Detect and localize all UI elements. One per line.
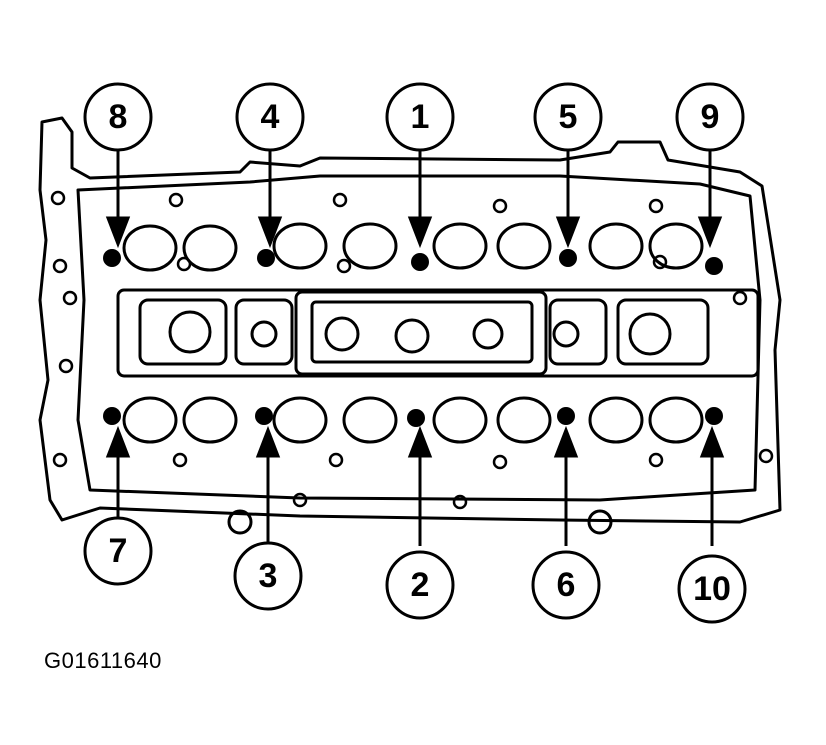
perimeter-holes — [50, 190, 774, 510]
head-outline — [38, 116, 782, 524]
callout-label-8: 8 — [109, 98, 128, 136]
center-rail — [116, 288, 760, 378]
callout-label-3: 3 — [259, 557, 278, 595]
stud — [227, 509, 253, 535]
rail-boss — [552, 320, 580, 348]
rail-boss — [250, 320, 278, 348]
head-bolts — [103, 249, 723, 427]
rail-pocket — [234, 298, 294, 366]
callout-label-1: 1 — [411, 98, 430, 136]
upper-cam-journals — [122, 222, 704, 272]
callout-label-2: 2 — [411, 566, 430, 604]
rail-boss — [394, 318, 430, 354]
stud — [587, 509, 613, 535]
head-inner-outline — [76, 174, 762, 502]
rail-pocket — [138, 298, 228, 366]
lower-cam-journals — [122, 396, 704, 444]
callout-circles — [83, 82, 747, 624]
callout-label-5: 5 — [559, 98, 578, 136]
callout-arrows — [105, 148, 725, 546]
rail-pocket — [616, 298, 710, 366]
rail-boss — [472, 318, 504, 350]
rail-boss — [628, 312, 672, 356]
callout-label-9: 9 — [701, 98, 720, 136]
callout-label-4: 4 — [261, 98, 280, 136]
rail-pocket — [548, 298, 608, 366]
center-plate-inner — [310, 300, 534, 364]
rail-boss — [168, 310, 212, 354]
callout-label-7: 7 — [109, 532, 128, 570]
callout-label-10: 10 — [693, 570, 731, 608]
figure-id: G01611640 — [44, 648, 162, 673]
callout-label-6: 6 — [557, 566, 576, 604]
center-plate — [294, 290, 548, 376]
rail-boss — [324, 316, 360, 352]
